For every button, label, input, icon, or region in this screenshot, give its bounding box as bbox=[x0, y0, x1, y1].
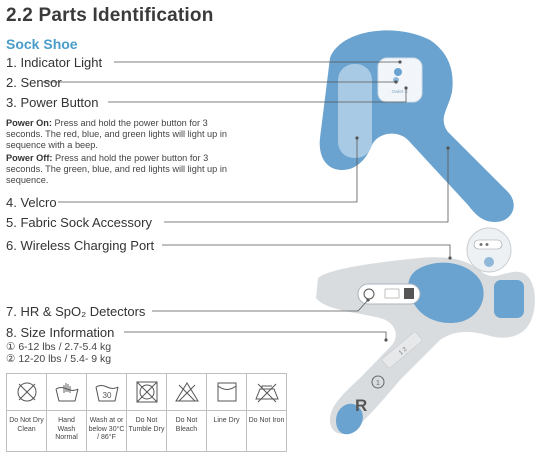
sock-bottom: 1 2 R 1 bbox=[316, 257, 535, 435]
part-label-sensor: 2. Sensor bbox=[6, 75, 62, 90]
side-letter: R bbox=[355, 396, 367, 415]
care-cell-wash-30: 30 Wash at or below 30°C / 86°F bbox=[87, 374, 127, 451]
size-marks: 1 2 bbox=[398, 346, 409, 356]
detector-block-icon bbox=[404, 288, 414, 299]
section-subtitle: Sock Shoe bbox=[6, 36, 78, 52]
power-on-note: Power On: Press and hold the power butto… bbox=[6, 118, 246, 151]
care-label: Do Not Dry Clean bbox=[9, 417, 44, 433]
velcro-strap bbox=[338, 64, 372, 158]
no-tumble-dry-icon bbox=[136, 381, 157, 403]
side-number: 1 bbox=[376, 380, 380, 387]
leader-lines bbox=[43, 60, 452, 342]
power-off-text: Press and hold the power button for 3 se… bbox=[6, 153, 227, 185]
care-cell-hand-wash: Hand Wash Normal bbox=[47, 374, 87, 451]
side-number-circle bbox=[371, 375, 385, 389]
part-label-charging-port: 6. Wireless Charging Port bbox=[6, 238, 155, 253]
part-label-fabric-sock: 5. Fabric Sock Accessory bbox=[6, 215, 152, 230]
care-instructions-table: Do Not Dry Clean Hand Wash Normal 30 Was… bbox=[6, 373, 287, 452]
size-strip: 1 2 bbox=[381, 331, 423, 369]
part-label-size-info: 8. Size Information bbox=[6, 325, 115, 340]
part-label-power-button: 3. Power Button bbox=[6, 95, 99, 110]
sensor-label: Owlet ① bbox=[392, 89, 410, 94]
power-on-text: Press and hold the power button for 3 se… bbox=[6, 118, 227, 150]
power-on-heading: Power On: bbox=[6, 118, 52, 128]
sock-top: Owlet ① bbox=[319, 30, 514, 222]
care-label: Do Not Bleach bbox=[175, 417, 198, 433]
care-label: Line Dry bbox=[213, 417, 240, 424]
owl-badge-icon bbox=[484, 257, 494, 267]
size-range-1: ① 6-12 lbs / 2.7-5.4 kg bbox=[6, 341, 112, 353]
heel-pad bbox=[336, 403, 363, 435]
hand-wash-icon bbox=[55, 383, 78, 402]
care-label: Hand Wash Normal bbox=[55, 417, 78, 441]
part-label-velcro: 4. Velcro bbox=[6, 195, 57, 210]
page-title: 2.2 Parts Identification bbox=[6, 5, 214, 26]
care-label: Do Not Iron bbox=[248, 417, 285, 424]
power-off-heading: Power Off: bbox=[6, 153, 53, 163]
sensor-module bbox=[377, 57, 423, 103]
care-label: Wash at or below 30°C / 86°F bbox=[88, 417, 125, 441]
part-label-indicator-light: 1. Indicator Light bbox=[6, 55, 103, 70]
wash-30-icon: 30 bbox=[95, 385, 118, 402]
care-cell-no-dry-clean: Do Not Dry Clean bbox=[7, 374, 47, 451]
side-pad bbox=[494, 280, 524, 318]
care-cell-line-dry: Line Dry bbox=[207, 374, 247, 451]
indicator-light-icon bbox=[394, 68, 402, 76]
no-dry-clean-icon bbox=[17, 382, 36, 402]
part-label-detectors: 7. HR & SpO₂ Detectors bbox=[6, 304, 146, 319]
power-off-note: Power Off: Press and hold the power butt… bbox=[6, 153, 246, 186]
detector-text-box bbox=[384, 288, 400, 299]
no-bleach-icon bbox=[174, 382, 199, 402]
care-label: Do Not Tumble Dry bbox=[128, 417, 165, 433]
size-range-2: ② 12-20 lbs / 5.4- 9 kg bbox=[6, 353, 112, 365]
wash-temp: 30 bbox=[102, 391, 111, 400]
charging-port-callout bbox=[466, 227, 512, 273]
callout-bubble bbox=[466, 227, 512, 273]
care-cell-no-iron: Do Not Iron bbox=[247, 374, 286, 451]
care-cell-no-bleach: Do Not Bleach bbox=[167, 374, 207, 451]
care-cell-no-tumble-dry: Do Not Tumble Dry bbox=[127, 374, 167, 451]
line-dry-icon bbox=[217, 382, 236, 402]
no-iron-icon bbox=[254, 383, 279, 403]
sock-bottom-inner bbox=[408, 262, 484, 324]
